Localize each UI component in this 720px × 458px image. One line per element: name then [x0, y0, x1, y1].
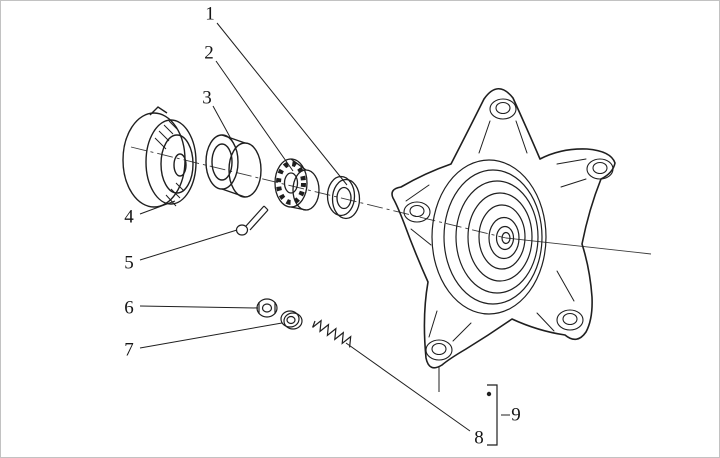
part-hub-assembly [391, 87, 616, 369]
part-label-1: 1 [205, 3, 215, 25]
part-spring-stud [312, 319, 352, 348]
part-cotter-pin [235, 205, 269, 236]
part-flat-washer [326, 175, 361, 220]
part-label-8: 8 [474, 427, 484, 449]
part-splined-ring [274, 158, 320, 211]
part-bushing [205, 134, 262, 198]
part-label-3: 3 [202, 87, 212, 109]
part-label-5: 5 [124, 252, 134, 274]
part-label-4: 4 [124, 206, 134, 228]
part-drum-cover [122, 106, 197, 208]
part-label-9: 9 [511, 404, 521, 426]
leader-lines [139, 22, 510, 432]
axis-centerline [130, 146, 652, 255]
part-label-7: 7 [124, 339, 134, 361]
part-label-6: 6 [124, 297, 134, 319]
group-bracket [486, 384, 498, 446]
part-label-2: 2 [204, 42, 214, 64]
part-nut [256, 298, 278, 318]
part-small-washer [280, 310, 303, 330]
